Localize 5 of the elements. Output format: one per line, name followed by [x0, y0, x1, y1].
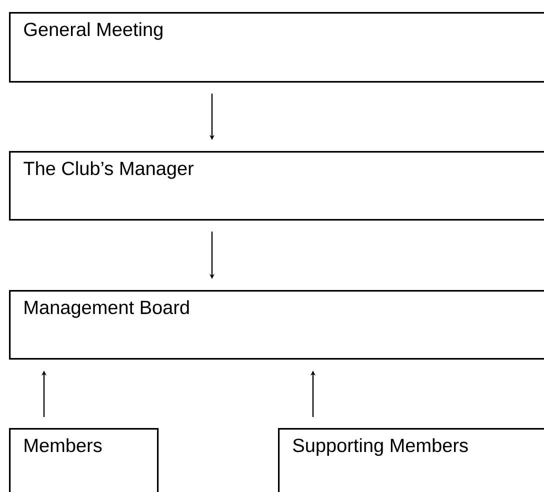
- process-box: The Club’s Manager: [9, 151, 544, 221]
- process-box: Management Board: [9, 290, 544, 360]
- process-box: Supporting Members: [278, 428, 544, 492]
- process-box: General Meeting: [9, 12, 544, 83]
- process-box: Members: [9, 428, 159, 492]
